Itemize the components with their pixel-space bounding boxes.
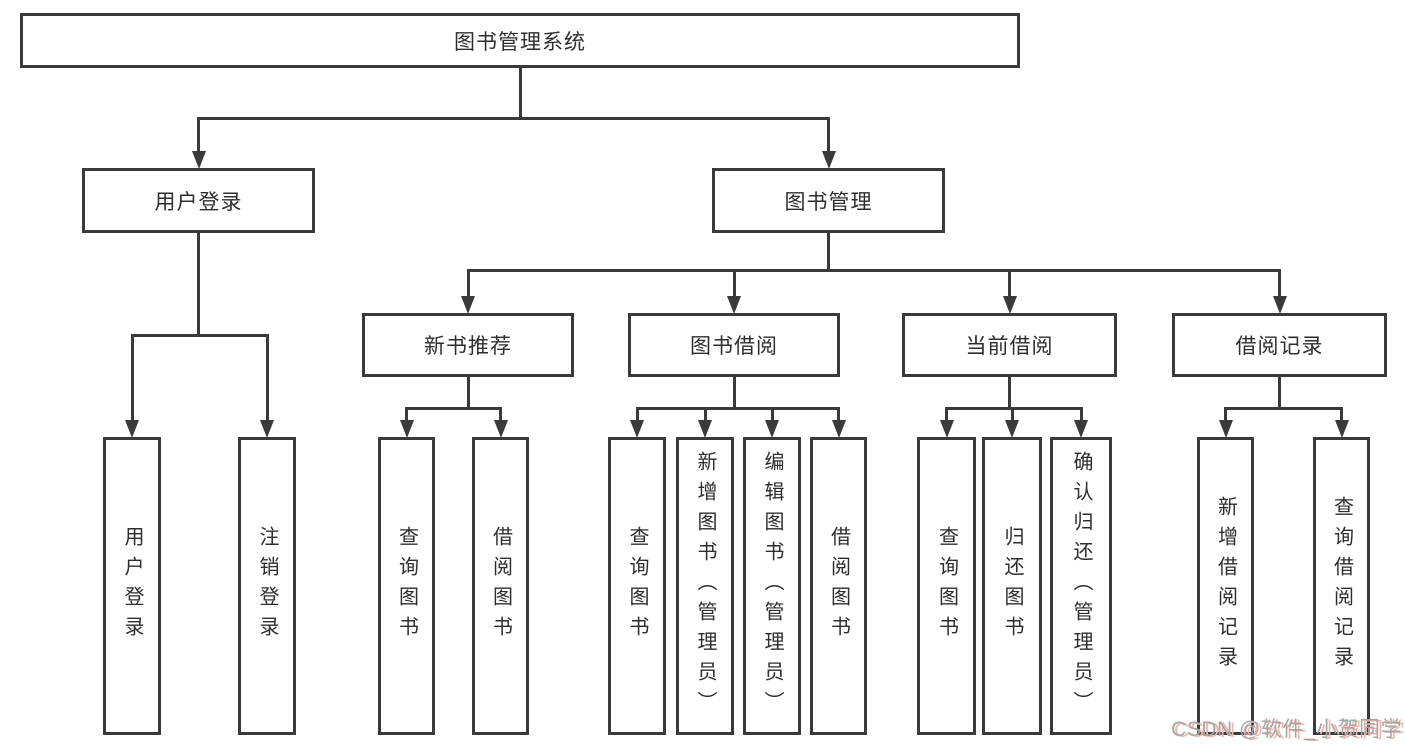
node-label: 归还图书 bbox=[1001, 526, 1023, 646]
connector-stem bbox=[1278, 270, 1281, 299]
connector-trunk bbox=[1008, 377, 1011, 410]
node-label: 用户登录 bbox=[154, 190, 243, 214]
node-leaf-user-login: 用户登录 bbox=[103, 437, 161, 735]
arrow-down-icon bbox=[1218, 420, 1233, 438]
node-leaf-edit-books-admin: 编辑图书（管理员） bbox=[743, 437, 801, 735]
node-borrowing-records: 借阅记录 bbox=[1172, 313, 1387, 377]
node-label: 借阅记录 bbox=[1235, 335, 1324, 358]
connector-stem bbox=[1008, 270, 1011, 299]
node-leaf-query-books-3: 查询图书 bbox=[917, 437, 976, 735]
arrow-down-icon bbox=[821, 151, 836, 169]
node-book-management-branch: 图书管理 bbox=[712, 168, 945, 233]
connector-bus bbox=[466, 268, 1281, 272]
connector-bus bbox=[1224, 406, 1343, 410]
connector-trunk bbox=[827, 233, 830, 272]
arrow-down-icon bbox=[1334, 420, 1349, 438]
connector-stem bbox=[635, 408, 639, 423]
connector-bus bbox=[635, 406, 840, 410]
node-label: 编辑图书（管理员） bbox=[761, 451, 783, 721]
arrow-down-icon bbox=[1074, 420, 1088, 438]
node-label: 用户登录 bbox=[121, 526, 143, 646]
node-label: 图书管理 bbox=[784, 190, 873, 214]
connector-stem bbox=[499, 408, 502, 423]
arrow-down-icon bbox=[1272, 296, 1287, 314]
node-label: 图书管理系统 bbox=[454, 30, 586, 54]
node-leaf-confirm-return-admin: 确认归还（管理员） bbox=[1050, 437, 1112, 735]
node-current-borrowing: 当前借阅 bbox=[902, 313, 1117, 377]
connector-stem bbox=[1224, 408, 1227, 423]
node-leaf-return-books: 归还图书 bbox=[982, 437, 1042, 735]
connector-stem bbox=[466, 270, 470, 299]
node-label: 当前借阅 bbox=[965, 335, 1054, 358]
connector-stem bbox=[837, 408, 840, 423]
connector-bus bbox=[130, 333, 269, 337]
node-label: 新增图书（管理员） bbox=[694, 451, 716, 721]
node-label: 图书借阅 bbox=[690, 335, 778, 358]
arrow-down-icon bbox=[399, 420, 414, 438]
connector-stem bbox=[732, 270, 736, 299]
node-label: 查询图书 bbox=[626, 526, 648, 646]
connector-trunk bbox=[732, 377, 736, 410]
connector-stem bbox=[945, 408, 948, 423]
node-user-login-branch: 用户登录 bbox=[82, 168, 315, 233]
connector-stem bbox=[703, 408, 707, 423]
node-label: 借阅图书 bbox=[827, 526, 850, 646]
connector-bus bbox=[945, 406, 1083, 410]
connector-stem bbox=[197, 118, 200, 154]
node-leaf-query-books-2: 查询图书 bbox=[608, 437, 666, 735]
arrow-down-icon bbox=[630, 420, 644, 438]
arrow-down-icon bbox=[765, 420, 779, 438]
node-new-book-recommendation: 新书推荐 bbox=[362, 313, 574, 377]
node-book-borrowing: 图书借阅 bbox=[628, 313, 840, 377]
node-label: 新书推荐 bbox=[424, 335, 512, 358]
arrow-down-icon bbox=[831, 420, 846, 438]
arrow-down-icon bbox=[698, 420, 712, 438]
arrow-down-icon bbox=[125, 420, 139, 438]
node-label: 查询借阅记录 bbox=[1330, 496, 1353, 676]
node-label: 新增借阅记录 bbox=[1214, 496, 1237, 676]
connector-stem bbox=[1079, 408, 1083, 423]
node-leaf-borrow-books-1: 借阅图书 bbox=[472, 437, 529, 735]
connector-trunk bbox=[518, 68, 522, 120]
connector-stem bbox=[827, 118, 830, 154]
arrow-down-icon bbox=[191, 151, 206, 169]
node-label: 确认归还（管理员） bbox=[1070, 451, 1092, 721]
connector-stem bbox=[770, 408, 774, 423]
connector-trunk bbox=[197, 233, 200, 337]
connector-bus bbox=[405, 406, 502, 410]
arrow-down-icon bbox=[727, 296, 741, 314]
connector-stem bbox=[1010, 408, 1014, 423]
connector-stem bbox=[405, 408, 408, 423]
node-label: 查询图书 bbox=[395, 526, 418, 646]
arrow-down-icon bbox=[461, 296, 475, 314]
node-label: 借阅图书 bbox=[489, 526, 512, 646]
arrow-down-icon bbox=[260, 420, 274, 438]
node-label: 查询图书 bbox=[935, 526, 958, 646]
node-leaf-query-books-1: 查询图书 bbox=[378, 437, 435, 735]
connector-stem bbox=[265, 335, 269, 423]
node-leaf-add-borrow-record: 新增借阅记录 bbox=[1197, 437, 1254, 735]
node-leaf-query-borrow-record: 查询借阅记录 bbox=[1313, 437, 1370, 735]
node-leaf-borrow-books-2: 借阅图书 bbox=[810, 437, 867, 735]
connector-stem bbox=[130, 335, 134, 423]
connector-trunk bbox=[466, 377, 470, 410]
node-leaf-add-books-admin: 新增图书（管理员） bbox=[676, 437, 734, 735]
node-label: 注销登录 bbox=[256, 526, 278, 646]
arrow-down-icon bbox=[493, 420, 508, 438]
arrow-down-icon bbox=[1002, 296, 1017, 314]
connector-bus bbox=[197, 116, 830, 120]
node-leaf-logout: 注销登录 bbox=[238, 437, 296, 735]
arrow-down-icon bbox=[1005, 420, 1019, 438]
arrow-down-icon bbox=[939, 420, 954, 438]
connector-stem bbox=[1340, 408, 1343, 423]
connector-trunk bbox=[1278, 377, 1281, 410]
node-system-root: 图书管理系统 bbox=[20, 13, 1020, 68]
